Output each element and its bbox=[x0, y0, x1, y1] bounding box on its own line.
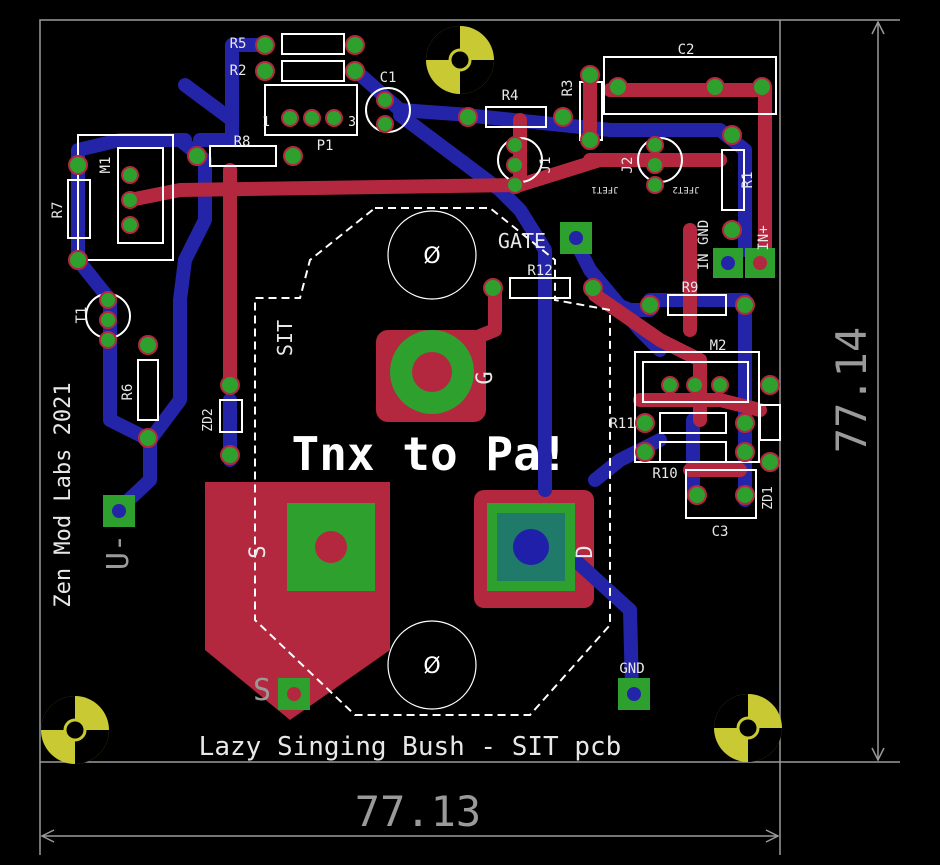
r6-label: R6 bbox=[120, 384, 136, 401]
height-dimension: 77.14 bbox=[827, 327, 876, 453]
m1-label: M1 bbox=[98, 157, 114, 174]
r1-label: R1 bbox=[740, 172, 756, 189]
m2-label: M2 bbox=[710, 338, 727, 354]
sit-label: SIT bbox=[273, 320, 297, 356]
p1-label: P1 bbox=[317, 138, 334, 154]
sit-gate-pad bbox=[390, 330, 474, 414]
board-outline bbox=[39, 19, 781, 763]
small-pads bbox=[68, 35, 780, 505]
zd1-label: ZD1 bbox=[761, 486, 776, 509]
r7-label: R7 bbox=[50, 202, 66, 219]
sit-drain-label: D bbox=[573, 545, 598, 558]
j1-label: J1 bbox=[538, 157, 554, 174]
sit-drain-pad bbox=[487, 503, 575, 591]
r5-label: R5 bbox=[230, 36, 247, 52]
gnd-label: GND bbox=[619, 661, 644, 677]
in-plus-label: IN+ bbox=[756, 225, 772, 250]
s-pad-label: S bbox=[253, 673, 271, 708]
maker-credit: Zen Mod Labs 2021 bbox=[51, 382, 76, 607]
board-title: Lazy Singing Bush - SIT pcb bbox=[199, 732, 622, 762]
mounting-holes bbox=[41, 26, 782, 764]
r10-label: R10 bbox=[652, 466, 677, 482]
c2-label: C2 bbox=[678, 42, 695, 58]
r4-label: R4 bbox=[502, 88, 519, 104]
sit-source-pad bbox=[287, 503, 375, 591]
jfet1-label: JFET1 bbox=[591, 184, 618, 194]
r11-label: R11 bbox=[609, 416, 634, 432]
j2-label: J2 bbox=[620, 157, 636, 174]
silkscreen-outlines bbox=[67, 33, 781, 519]
sit-source-label: S bbox=[246, 545, 271, 558]
banner-text: Tnx to Pa! bbox=[292, 427, 569, 481]
zd2-label: ZD2 bbox=[201, 408, 216, 431]
c3-label: C3 bbox=[712, 524, 729, 540]
sit-gate-label: G bbox=[473, 371, 498, 384]
r2-label: R2 bbox=[230, 63, 247, 79]
r8-label: R8 bbox=[234, 134, 251, 150]
p1-pin3-label: 3 bbox=[348, 115, 356, 130]
screw-symbol-top: Ø bbox=[423, 244, 440, 269]
screw-hole-bottom bbox=[387, 620, 477, 710]
sit-outline bbox=[254, 207, 611, 716]
dimension-lines bbox=[39, 19, 900, 855]
reference-designators: R5 R2 C1 P1 1 3 R8 M1 R7 T1 R6 ZD2 R4 R3… bbox=[50, 36, 776, 540]
jfet2-label: JFET2 bbox=[672, 184, 699, 194]
c1-label: C1 bbox=[380, 70, 397, 86]
in-gnd-label: IN GND bbox=[696, 220, 712, 271]
r3-label: R3 bbox=[560, 80, 576, 97]
screw-hole-top bbox=[387, 210, 477, 300]
screw-symbol-bottom: Ø bbox=[423, 654, 440, 679]
r9-label: R9 bbox=[682, 280, 699, 296]
gate-label: GATE bbox=[498, 229, 546, 253]
r12-label: R12 bbox=[527, 263, 552, 279]
t1-label: T1 bbox=[74, 307, 90, 324]
p1-pin1-label: 1 bbox=[262, 115, 270, 130]
terminal-pads bbox=[103, 222, 775, 710]
u-minus-label: U- bbox=[101, 534, 136, 570]
width-dimension: 77.13 bbox=[355, 787, 481, 836]
